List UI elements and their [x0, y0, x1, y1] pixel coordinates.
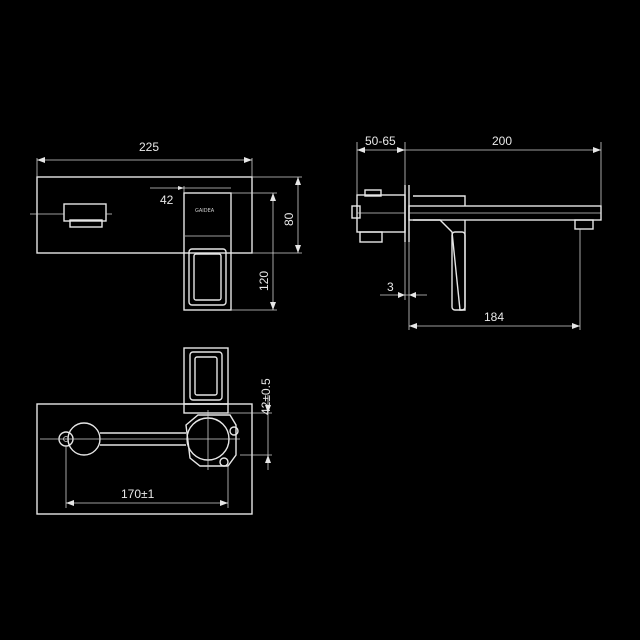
dim-label-42-tol: 42±0.5 [259, 378, 273, 415]
rear-view: 42±0.5 170±1 [36, 347, 273, 515]
in-wall-body [351, 189, 406, 243]
dim-label-200: 200 [492, 134, 512, 148]
logo: GAIDEA [195, 208, 215, 214]
dim-height-lower: 120 [231, 192, 277, 311]
side-view: 50-65 200 3 184 [351, 134, 602, 330]
rear-plate [36, 403, 253, 515]
dim-label-170-tol: 170±1 [121, 487, 155, 501]
dim-label-225: 225 [139, 140, 159, 154]
dim-label-3: 3 [387, 280, 394, 294]
dim-label-50-65: 50-65 [365, 134, 396, 148]
rear-outlet [40, 422, 240, 456]
dim-projection: 184 [409, 229, 581, 330]
rear-pipe [100, 432, 186, 446]
dim-label-42: 42 [160, 193, 174, 207]
dim-spout-length: 200 [405, 134, 602, 206]
rear-valve [185, 410, 239, 470]
side-spout [408, 205, 602, 230]
dim-spout-offset: 42 [150, 186, 231, 207]
dim-rear-horizontal: 170±1 [65, 446, 229, 508]
dim-label-120: 120 [257, 271, 271, 291]
dim-height-upper: 80 [252, 176, 302, 254]
side-handle [413, 195, 466, 311]
dim-rear-vertical: 42±0.5 [228, 378, 273, 470]
dim-label-80: 80 [282, 212, 296, 226]
dim-plate-thickness: 3 [380, 242, 427, 330]
mixer-handle: GAIDEA [183, 192, 232, 311]
spout-outlet [30, 203, 112, 228]
dim-label-184: 184 [484, 310, 504, 324]
rear-handle [183, 347, 229, 414]
dim-wall-depth: 50-65 [356, 134, 406, 195]
front-plate [36, 176, 253, 254]
front-view: GAIDEA 225 42 80 [30, 140, 302, 311]
dim-front-width: 225 [36, 140, 253, 177]
